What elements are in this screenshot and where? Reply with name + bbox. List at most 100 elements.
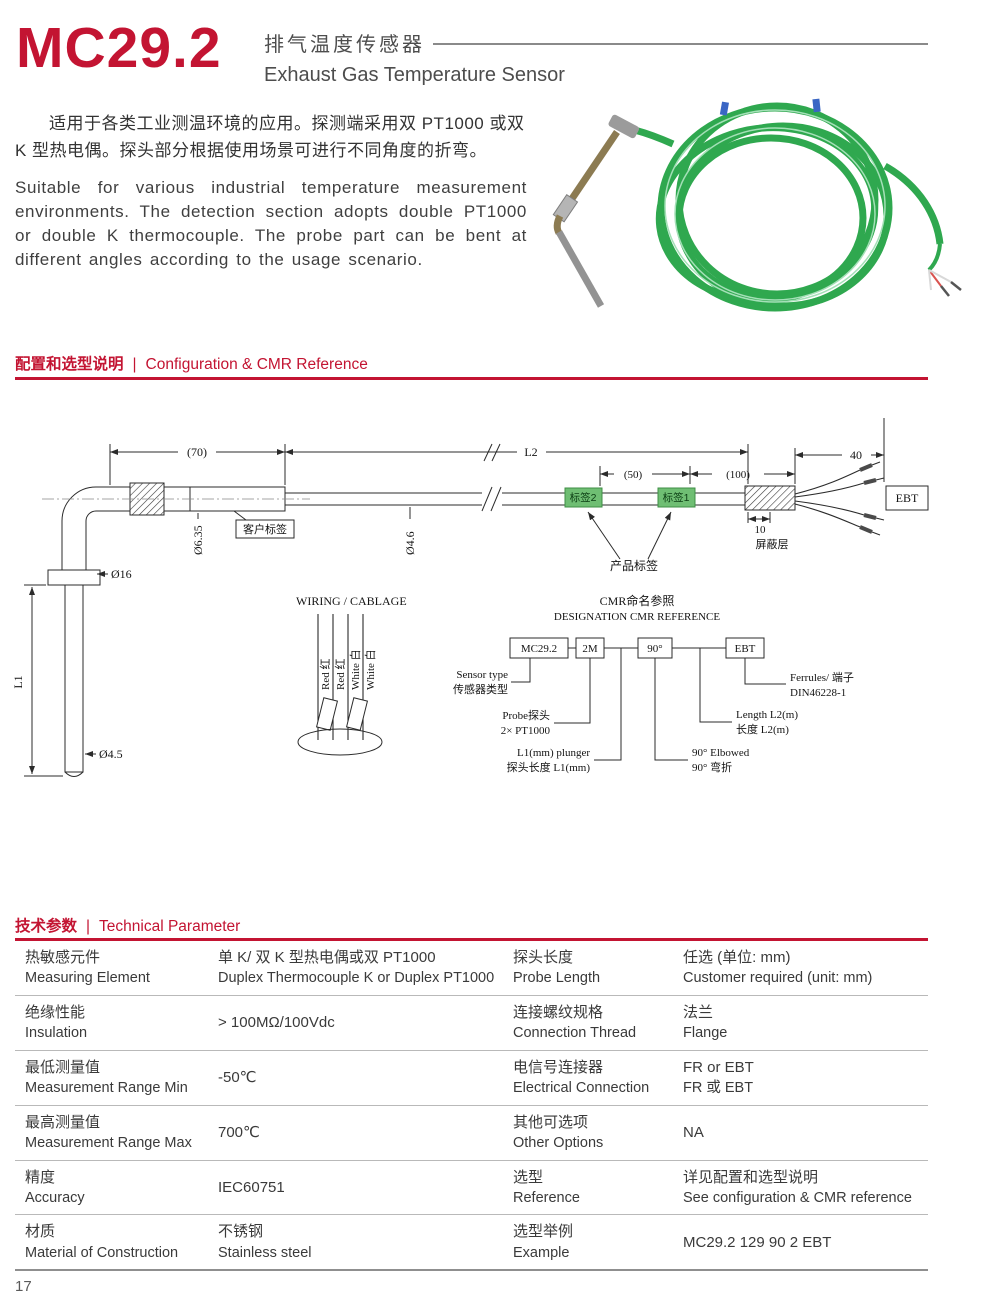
cable-ties (719, 98, 821, 116)
table-row: 热敏感元件 Measuring Element 单 K/ 双 K 型热电偶或双 … (15, 941, 928, 996)
param-label-en: Measurement Range Max (25, 1134, 192, 1151)
param-label: 探头长度 Probe Length (503, 947, 673, 989)
cmr-designation: CMR命名参照 DESIGNATION CMR REFERENCE MC29.2… (453, 593, 854, 774)
section-config-en: Configuration & CMR Reference (145, 356, 368, 373)
table-row: 精度 Accuracy IEC60751 选型 Reference 详见配置和选… (15, 1161, 928, 1216)
param-label-zh: 电信号连接器 (513, 1058, 604, 1076)
pt1000-element-2 (345, 697, 369, 731)
section-tech-rule (15, 938, 928, 941)
param-label-zh: 探头长度 (513, 949, 574, 966)
dia-16-label: Ø16 (111, 567, 132, 581)
param-value-line1: MC29.2 129 90 2 EBT (683, 1233, 832, 1251)
param-value-line2: FR 或 EBT (683, 1080, 754, 1097)
param-label: 选型 Reference (503, 1167, 673, 1209)
param-label-zh: 材质 (25, 1223, 56, 1241)
callout-length-zh: 长度 L2(m) (736, 722, 789, 736)
wiring-diagram: WIRING / CABLAGE Red 红 Red 红 White 白 Whi… (296, 594, 407, 756)
param-value: > 100MΩ/100Vdc (208, 1012, 503, 1033)
callout-probe-zh: 2× PT1000 (501, 725, 551, 737)
dimension-lines-top: (70) L2 (50) (100) 40 (109, 418, 885, 486)
param-label: 选型举例 Example (503, 1221, 673, 1263)
shield-section (744, 485, 796, 511)
param-label: 最低测量值 Measurement Range Min (15, 1057, 208, 1099)
callout-probe-en: Probe探头 (502, 709, 550, 722)
header-divider-line (433, 43, 928, 45)
param-label-zh: 连接螺纹规格 (513, 1003, 604, 1021)
param-label-en: Reference (513, 1189, 580, 1206)
cmr-box-angle-label: 90° (647, 643, 662, 655)
callout-sensor-type-zh: 传感器类型 (453, 682, 508, 696)
param-value-line1: NA (683, 1123, 704, 1141)
sensor-probe-drawing (42, 482, 796, 777)
param-label: 连接螺纹规格 Connection Thread (503, 1002, 673, 1044)
cable-end-wires (928, 269, 962, 297)
section-tech-en: Technical Parameter (99, 918, 241, 935)
dim-70-label: (70) (187, 445, 207, 459)
product-tags: 标签2 标签1 产品标签 (564, 487, 696, 573)
wire-label-red-1: Red 红 (319, 659, 332, 690)
table-row: 绝缘性能 Insulation > 100MΩ/100Vdc 连接螺纹规格 Co… (15, 996, 928, 1051)
product-subtitle-zh: 排气温度传感器 (264, 34, 425, 56)
callout-elbow-zh: 90° 弯折 (692, 760, 732, 774)
param-value: 不锈钢 Stainless steel (208, 1221, 503, 1263)
param-value: MC29.2 129 90 2 EBT (673, 1232, 928, 1253)
callout-ferrule-zh: DIN46228-1 (790, 687, 846, 699)
param-label-en: Insulation (25, 1025, 88, 1042)
section-title-tech: 技术参数|Technical Parameter (15, 914, 240, 936)
param-label-en: Connection Thread (513, 1025, 637, 1042)
param-label-en: Other Options (513, 1134, 604, 1151)
param-value: 任选 (单位: mm) Customer required (unit: mm) (673, 947, 928, 989)
param-label-en: Measuring Element (25, 970, 150, 987)
product-label: 产品标签 (610, 558, 658, 573)
wire-label-white-1: White 白 (348, 649, 362, 690)
cmr-box-ferrule-label: EBT (735, 643, 756, 655)
param-label-zh: 最低测量值 (25, 1058, 101, 1076)
page-number: 17 (15, 1278, 32, 1295)
cable-coil (624, 102, 944, 312)
callout-ferrule-en: Ferrules/ 端子 (790, 671, 854, 684)
customer-label: 客户标签 (243, 522, 287, 536)
wiring-title: WIRING / CABLAGE (296, 594, 407, 608)
cmr-title-en: DESIGNATION CMR REFERENCE (554, 611, 721, 623)
technical-parameter-table: 热敏感元件 Measuring Element 单 K/ 双 K 型热电偶或双 … (15, 941, 928, 1272)
param-value-line1: 不锈钢 (218, 1223, 264, 1241)
param-label: 其他可选项 Other Options (503, 1112, 673, 1154)
cmr-box-length-label: 2M (582, 643, 598, 655)
table-row: 最低测量值 Measurement Range Min -50℃ 电信号连接器 … (15, 1051, 928, 1106)
tag1-box (657, 487, 696, 508)
param-value-line2: Customer required (unit: mm) (683, 970, 873, 987)
callout-sensor-type-en: Sensor type (456, 669, 508, 681)
param-value: 详见配置和选型说明 See configuration & CMR refere… (673, 1167, 928, 1209)
param-value-line1: 详见配置和选型说明 (683, 1168, 819, 1186)
probe-tip-outline (297, 728, 383, 756)
param-value-line1: 任选 (单位: mm) (683, 949, 791, 966)
table-row: 材质 Material of Construction 不锈钢 Stainles… (15, 1215, 928, 1272)
param-label: 最高测量值 Measurement Range Max (15, 1112, 208, 1154)
dia-45-label: Ø4.5 (99, 747, 123, 761)
cmr-title-zh: CMR命名参照 (600, 593, 675, 608)
shield-callout: 10 屏蔽层 (747, 512, 789, 551)
diameter-labels: Ø16 Ø4.5 Ø6.35 Ø4.6 (85, 507, 417, 761)
param-value: -50℃ (208, 1067, 503, 1088)
param-value: 单 K/ 双 K 型热电偶或双 PT1000 Duplex Thermocoup… (208, 947, 503, 989)
param-label: 电信号连接器 Electrical Connection (503, 1057, 673, 1099)
param-value-line1: FR or EBT (683, 1058, 754, 1076)
param-label-zh: 热敏感元件 (25, 949, 101, 966)
dim-100-label: (100) (726, 469, 750, 481)
ebt-connector-box (885, 485, 929, 511)
param-label: 绝缘性能 Insulation (15, 1002, 208, 1044)
param-value-line1: > 100MΩ/100Vdc (218, 1014, 335, 1032)
dim-l1-label: L1 (11, 675, 25, 688)
param-label: 热敏感元件 Measuring Element (15, 947, 208, 989)
param-value-line1: IEC60751 (218, 1178, 285, 1196)
param-value: FR or EBT FR 或 EBT (673, 1057, 928, 1099)
configuration-diagram: (70) L2 (50) (100) 40 (11, 418, 929, 777)
dim-10-label: 10 (755, 524, 767, 536)
callout-plunger-en: L1(mm) plunger (517, 747, 590, 759)
product-subtitle-en: Exhaust Gas Temperature Sensor (264, 64, 565, 86)
param-label-en: Measurement Range Min (25, 1080, 188, 1097)
callout-elbow-en: 90° Elbowed (692, 747, 750, 759)
section-config-rule (15, 377, 928, 380)
dimension-l1: L1 (11, 584, 63, 777)
